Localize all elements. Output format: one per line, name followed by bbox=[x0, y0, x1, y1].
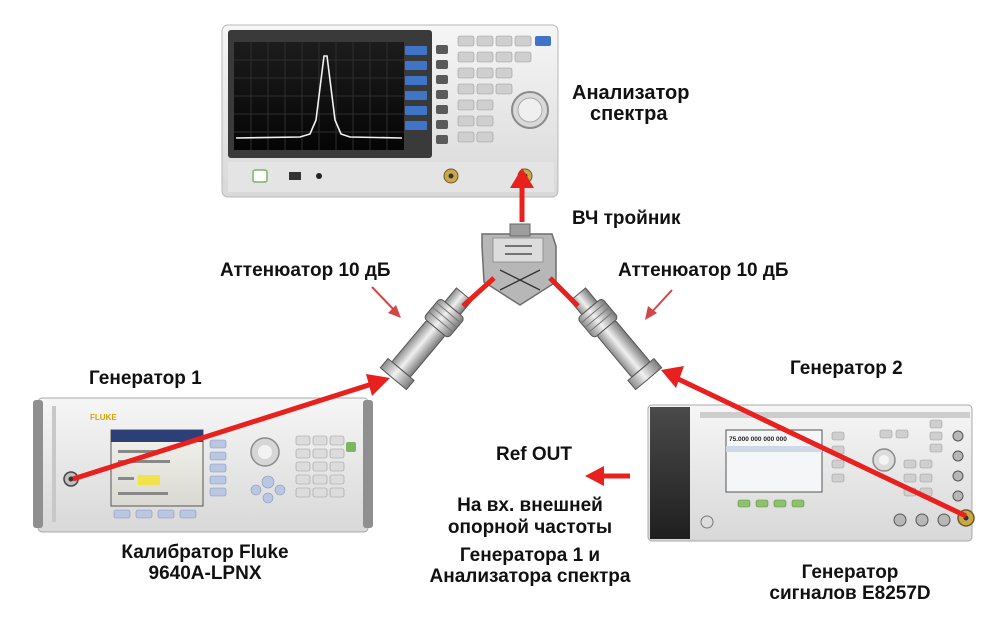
spectrum-analyzer-icon bbox=[222, 25, 558, 197]
attenuator-right-label: Аттенюатор 10 дБ bbox=[618, 260, 789, 282]
calibrator-label-line2: 9640A-LPNX bbox=[60, 563, 350, 585]
ref-note-line2: опорной частоты bbox=[400, 517, 660, 539]
ref-out-label: Ref OUT bbox=[496, 444, 572, 466]
attenuator-left-icon bbox=[380, 283, 477, 389]
fluke-brand: FLUKE bbox=[90, 413, 117, 422]
generator-display-frequency: 75.000 000 000 000 bbox=[729, 436, 787, 443]
attenuator-right-icon bbox=[565, 283, 662, 389]
analyzer-label-line1: Анализатор bbox=[572, 82, 689, 104]
attenuator-left-label: Аттенюатор 10 дБ bbox=[220, 260, 391, 282]
ref-note-line1: На вх. внешней bbox=[400, 495, 660, 517]
link-tee-left-attenuator bbox=[463, 278, 494, 306]
generator1-label: Генератор 1 bbox=[89, 368, 202, 390]
calibrator-label-line1: Калибратор Fluke bbox=[60, 542, 350, 564]
generator2-label: Генератор 2 bbox=[790, 358, 903, 380]
tee-label: ВЧ тройник bbox=[572, 208, 681, 230]
link-tee-right-attenuator bbox=[550, 278, 578, 306]
pointer-left-attenuator bbox=[372, 287, 396, 312]
ref-note-line4: Анализатора спектра bbox=[400, 566, 660, 588]
ref-note-line3: Генератора 1 и bbox=[400, 545, 660, 567]
e8257d-label-line1: Генератор bbox=[730, 562, 970, 584]
calibrator-icon: FLUKE bbox=[33, 398, 373, 532]
analyzer-label-line2: спектра bbox=[590, 103, 667, 125]
signal-generator-icon: 75.000 000 000 000 bbox=[648, 405, 974, 541]
e8257d-label-line2: сигналов E8257D bbox=[730, 583, 970, 605]
rf-tee-icon bbox=[482, 224, 556, 305]
